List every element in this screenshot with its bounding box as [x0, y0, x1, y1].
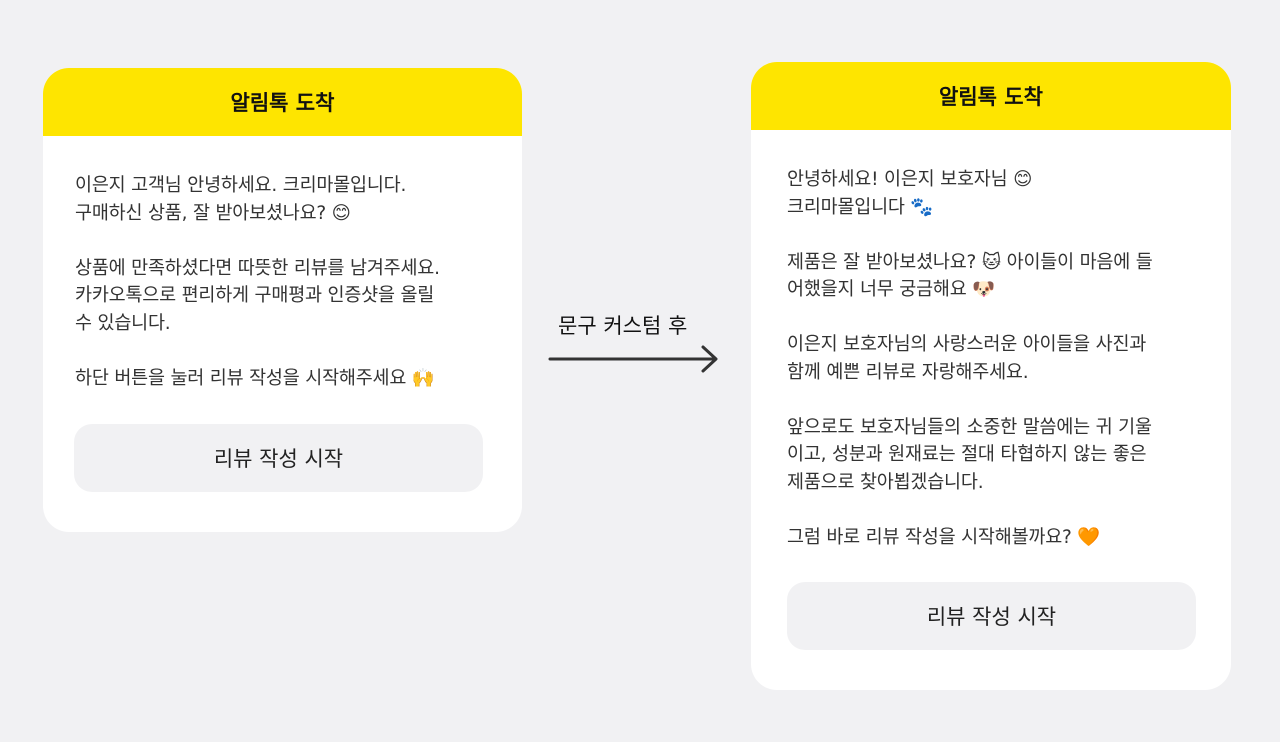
message-line: 제품은 잘 받아보셨나요? 🐱 아이들이 마음에 들	[787, 251, 1153, 273]
message-line: 이은지 고객님 안녕하세요. 크리마몰입니다.	[75, 175, 407, 196]
card-header-title: 알림톡 도착	[751, 62, 1231, 130]
message-line: 구매하신 상품, 잘 받아보셨나요? 😊	[75, 202, 351, 224]
message-line: 상품에 만족하셨다면 따뜻한 리뷰를 남겨주세요.	[75, 257, 440, 279]
start-review-button[interactable]: 리뷰 작성 시작	[787, 582, 1196, 650]
message-line: 수 있습니다.	[75, 312, 171, 334]
message-line: 함께 예쁜 리뷰로 자랑해주세요.	[787, 361, 1029, 383]
message-line: 어했을지 너무 궁금해요 🐶	[787, 279, 996, 300]
right-arrow-icon	[548, 345, 718, 373]
message-paragraph: 제품은 잘 받아보셨나요? 🐱 아이들이 마음에 들 어했을지 너무 궁금해요 …	[787, 249, 1199, 304]
message-paragraph: 그럼 바로 리뷰 작성을 시작해볼까요? 🧡	[787, 524, 1199, 552]
message-paragraph: 이은지 고객님 안녕하세요. 크리마몰입니다. 구매하신 상품, 잘 받아보셨나…	[75, 172, 490, 227]
message-line: 크리마몰입니다 🐾	[787, 196, 934, 218]
message-paragraph: 앞으로도 보호자님들의 소중한 말씀에는 귀 기울 이고, 성분과 원재료는 절…	[787, 414, 1199, 497]
message-paragraph: 이은지 보호자님의 사랑스러운 아이들을 사진과 함께 예쁜 리뷰로 자랑해주세…	[787, 331, 1199, 386]
message-card-before: 알림톡 도착 이은지 고객님 안녕하세요. 크리마몰입니다. 구매하신 상품, …	[43, 68, 522, 532]
message-line: 이은지 보호자님의 사랑스러운 아이들을 사진과	[787, 334, 1147, 355]
card-header-title: 알림톡 도착	[43, 68, 522, 136]
message-paragraph: 안녕하세요! 이은지 보호자님 😊 크리마몰입니다 🐾	[787, 166, 1199, 221]
message-paragraph: 하단 버튼을 눌러 리뷰 작성을 시작해주세요 🙌	[75, 365, 490, 393]
arrow-label: 문구 커스텀 후	[558, 314, 688, 338]
message-line: 하단 버튼을 눌러 리뷰 작성을 시작해주세요 🙌	[75, 367, 435, 389]
message-line: 제품으로 찾아뵙겠습니다.	[787, 471, 984, 493]
message-line: 이고, 성분과 원재료는 절대 타협하지 않는 좋은	[787, 444, 1147, 465]
message-line: 안녕하세요! 이은지 보호자님 😊	[787, 169, 1033, 190]
message-line: 카카오톡으로 편리하게 구매평과 인증샷을 올릴	[75, 285, 435, 306]
message-line: 앞으로도 보호자님들의 소중한 말씀에는 귀 기울	[787, 416, 1152, 438]
message-body: 안녕하세요! 이은지 보호자님 😊 크리마몰입니다 🐾 제품은 잘 받아보셨나요…	[751, 130, 1231, 551]
message-body: 이은지 고객님 안녕하세요. 크리마몰입니다. 구매하신 상품, 잘 받아보셨나…	[43, 136, 522, 392]
message-paragraph: 상품에 만족하셨다면 따뜻한 리뷰를 남겨주세요. 카카오톡으로 편리하게 구매…	[75, 255, 490, 338]
message-card-after: 알림톡 도착 안녕하세요! 이은지 보호자님 😊 크리마몰입니다 🐾 제품은 잘…	[751, 62, 1231, 690]
message-line: 그럼 바로 리뷰 작성을 시작해볼까요? 🧡	[787, 526, 1101, 548]
start-review-button[interactable]: 리뷰 작성 시작	[74, 424, 483, 492]
transition-arrow: 문구 커스텀 후	[548, 310, 723, 380]
